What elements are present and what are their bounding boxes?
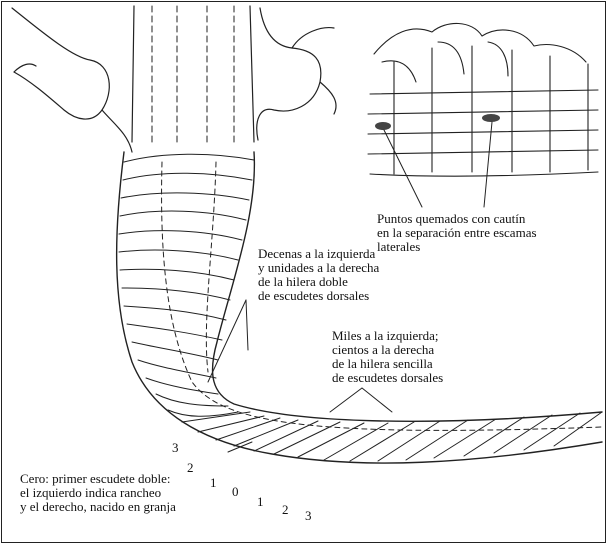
- body-left-edge: [132, 6, 134, 142]
- left-hind-leg: [12, 8, 132, 152]
- count-left-2: 2: [187, 460, 194, 476]
- count-left-3: 3: [172, 440, 179, 456]
- count-left-1: 1: [210, 475, 217, 491]
- tail-scale-rings: [119, 154, 602, 461]
- tail-centre-dashes: [152, 6, 234, 142]
- thousands-hundreds-annotation: Miles a la izquierda; cientos a la derec…: [332, 329, 443, 385]
- count-zero: 0: [232, 484, 239, 500]
- count-right-2: 2: [282, 502, 289, 518]
- tens-units-annotation: Decenas a la izquierda y unidades a la d…: [258, 247, 379, 303]
- right-hind-leg: [257, 8, 336, 140]
- zero-annotation: Cero: primer escudete doble: el izquierd…: [20, 472, 176, 514]
- burn-points-annotation: Puntos quemados con cautín en la separac…: [377, 212, 537, 254]
- dorsal-crest-dashes: [162, 162, 602, 430]
- count-right-3: 3: [305, 508, 312, 524]
- count-right-1: 1: [257, 494, 264, 510]
- tail-outline: [117, 152, 602, 463]
- lateral-scales-inset: [368, 23, 598, 176]
- body-right-edge: [250, 6, 254, 142]
